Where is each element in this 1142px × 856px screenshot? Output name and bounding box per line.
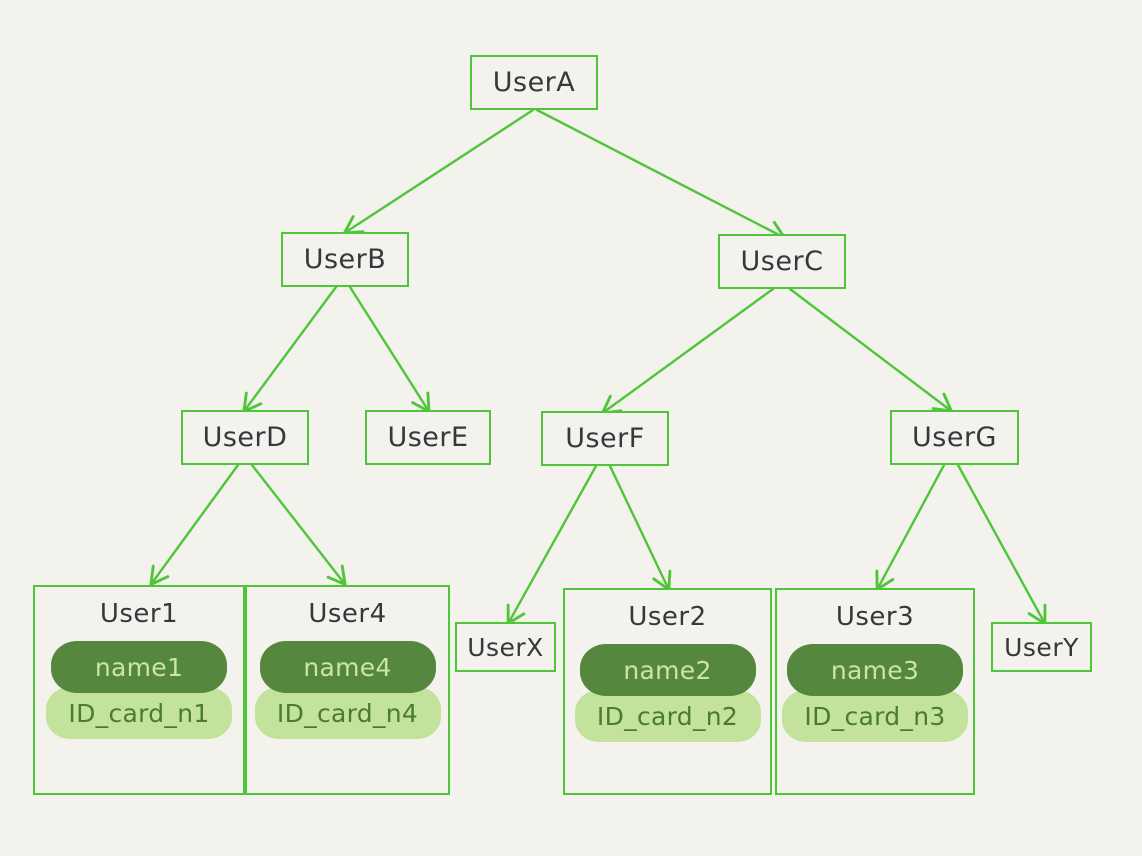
leaf-title: User1 bbox=[99, 599, 179, 629]
edge-userF-user2 bbox=[608, 464, 672, 592]
node-label: UserC bbox=[740, 246, 824, 277]
node-label: UserY bbox=[1004, 632, 1079, 662]
node-label: UserB bbox=[303, 244, 387, 275]
id-card-pill: ID_card_n3 bbox=[782, 690, 968, 742]
node-userF[interactable]: UserF bbox=[541, 411, 669, 466]
edge-userB-userD bbox=[242, 285, 338, 413]
node-userG[interactable]: UserG bbox=[890, 410, 1019, 465]
id-card-pill: ID_card_n4 bbox=[254, 687, 441, 739]
name-pill: name1 bbox=[51, 641, 227, 693]
edge-userA-userC bbox=[535, 108, 787, 240]
leaf-card-user3[interactable]: User3 name3 ID_card_n3 bbox=[775, 588, 975, 795]
node-label: UserA bbox=[492, 67, 576, 98]
node-userD[interactable]: UserD bbox=[181, 410, 309, 465]
leaf-title: User2 bbox=[628, 602, 707, 632]
node-label: UserF bbox=[565, 423, 645, 454]
node-userC[interactable]: UserC bbox=[718, 234, 846, 289]
name-pill: name2 bbox=[579, 644, 756, 696]
node-label: UserG bbox=[912, 422, 997, 453]
edge-userB-userE bbox=[348, 285, 431, 413]
leaf-title: User3 bbox=[835, 602, 915, 632]
edge-userA-userB bbox=[343, 108, 535, 235]
node-userA[interactable]: UserA bbox=[470, 55, 598, 110]
edge-userC-userF bbox=[601, 287, 775, 415]
leaf-card-user1[interactable]: User1 name1 ID_card_n1 bbox=[33, 585, 245, 795]
edge-userD-user4 bbox=[250, 463, 347, 586]
edge-userD-user1 bbox=[149, 463, 240, 586]
leaf-card-user4[interactable]: User4 name4 ID_card_n4 bbox=[245, 585, 450, 795]
node-userX[interactable]: UserX bbox=[455, 622, 556, 672]
node-label: UserE bbox=[387, 422, 469, 453]
edge-userG-user3 bbox=[875, 463, 946, 592]
leaf-card-user2[interactable]: User2 name2 ID_card_n2 bbox=[563, 588, 772, 795]
id-card-pill: ID_card_n1 bbox=[46, 687, 232, 739]
name-pill: name4 bbox=[259, 641, 436, 693]
leaf-title: User4 bbox=[308, 599, 387, 629]
node-label: UserX bbox=[467, 632, 544, 662]
node-label: UserD bbox=[202, 422, 288, 453]
edge-userC-userG bbox=[788, 287, 953, 413]
name-pill: name3 bbox=[787, 644, 963, 696]
node-userB[interactable]: UserB bbox=[281, 232, 409, 287]
node-userE[interactable]: UserE bbox=[365, 410, 491, 465]
node-userY[interactable]: UserY bbox=[991, 622, 1092, 672]
id-card-pill: ID_card_n2 bbox=[574, 690, 761, 742]
